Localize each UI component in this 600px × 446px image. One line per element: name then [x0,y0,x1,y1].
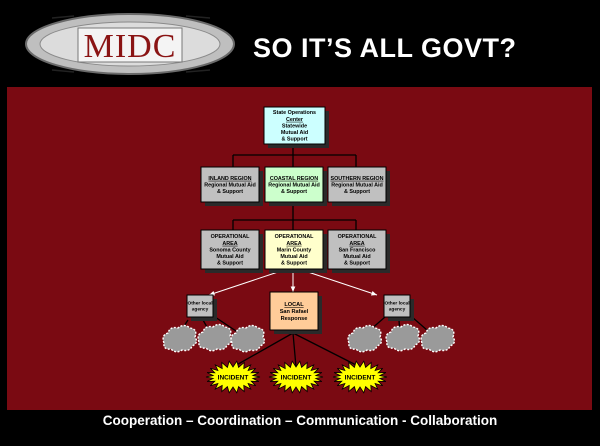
node-label: COASTAL REGION [270,176,318,182]
resource-cloud-4 [385,323,421,352]
incident-2: INCIDENT [332,360,388,394]
incident-1: INCIDENT [268,360,324,394]
resource-cloud-2 [230,324,266,353]
node-label: OPERATIONAL [211,234,251,240]
node-label: Mutual Aid [216,254,243,260]
node-label: Response [281,316,308,322]
logo-text: MIDC [84,28,177,65]
incident-label: INCIDENT [345,375,376,382]
node-label: AREA [349,241,364,247]
incidents: INCIDENT INCIDENT INCIDENT [205,360,388,394]
slide-header: MIDC SO IT’S ALL GOVT? [0,0,600,84]
node-label: & Support [281,189,307,195]
incident-0: INCIDENT [205,360,261,394]
resource-clouds [162,323,456,353]
node-label: INLAND REGION [208,176,251,182]
connector-incident-0 [232,332,294,368]
node-label: State Operations [273,110,316,116]
node-label: Mutual Aid [343,254,370,260]
node-label: OPERATIONAL [338,234,378,240]
node-label: SOUTHERN REGION [330,176,383,182]
node-label: & Support [344,261,370,267]
node-label: Mutual Aid [281,130,308,136]
node-label: & Support [217,261,243,267]
connector-incident-1 [292,332,297,368]
node-label: & Support [217,189,243,195]
incident-label: INCIDENT [218,375,249,382]
node-label: AREA [286,241,301,247]
node-label: agency [389,308,406,313]
node-label: Other local [384,301,409,307]
node-label: & Support [281,261,307,267]
node-label: AREA [222,241,237,247]
node-label: Center [286,117,304,123]
midc-logo: MIDC [25,13,235,75]
resource-cloud-5 [420,324,456,353]
node-label: & Support [281,137,307,143]
node-label: LOCAL [284,302,304,308]
node-label: agency [192,308,209,313]
resource-cloud-0 [162,324,198,353]
connector-incident-2 [292,332,361,368]
footer-tagline: Cooperation – Coordination – Communicati… [102,413,498,428]
node-label: OPERATIONAL [275,234,315,240]
node-label: & Support [344,189,370,195]
page-title: SO IT’S ALL GOVT? [253,33,517,63]
node-label: Regional Mutual Aid [331,182,383,188]
node-label: Regional Mutual Aid [268,182,320,188]
node-label: Mutual Aid [280,254,307,260]
node-label: Regional Mutual Aid [204,182,256,188]
resource-cloud-1 [197,323,233,352]
node-label: Marin County [277,247,311,253]
resource-cloud-3 [347,324,383,353]
node-label: San Francisco [339,247,377,253]
node-label: San Rafael [280,309,309,315]
node-label: Statewide [282,123,307,129]
node-label: Sonoma County [209,247,250,253]
node-label: Other local [187,301,212,307]
incident-label: INCIDENT [281,375,312,382]
